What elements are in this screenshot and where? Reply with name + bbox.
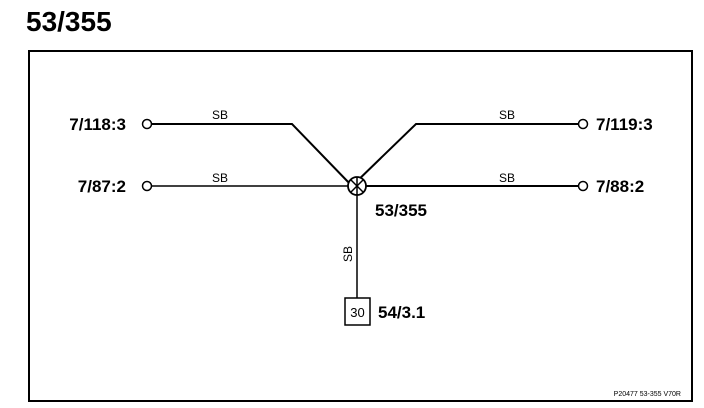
wire-color-down: SB [341, 246, 355, 262]
terminal-mid-right [577, 180, 589, 192]
diagram-frame [28, 50, 693, 402]
wire-top-left [152, 123, 353, 187]
ground-label: 54/3.1 [378, 303, 425, 322]
connector-label-mid-left: 7/87:2 [78, 177, 126, 196]
connector-label-top-right: 7/119:3 [596, 115, 653, 134]
splice-label: 53/355 [375, 201, 427, 220]
ground-box [344, 297, 371, 326]
wire-color-mid-right: SB [499, 171, 515, 185]
wire-top-right [351, 123, 578, 187]
terminal-mid-left [141, 180, 153, 192]
connector-label-top-left: 7/118:3 [69, 115, 126, 134]
page-title: 53/355 [26, 6, 112, 37]
wire-color-mid-left: SB [212, 171, 228, 185]
splice-icon [347, 176, 367, 196]
terminal-top-right [577, 118, 589, 130]
terminal-top-left [141, 118, 153, 130]
wire-color-top-right: SB [499, 108, 515, 122]
footer-code: P20477 53-355 V70R [614, 391, 681, 398]
connector-label-mid-right: 7/88:2 [596, 177, 644, 196]
ground-box-label: 30 [350, 305, 364, 320]
wire-color-top-left: SB [212, 108, 228, 122]
